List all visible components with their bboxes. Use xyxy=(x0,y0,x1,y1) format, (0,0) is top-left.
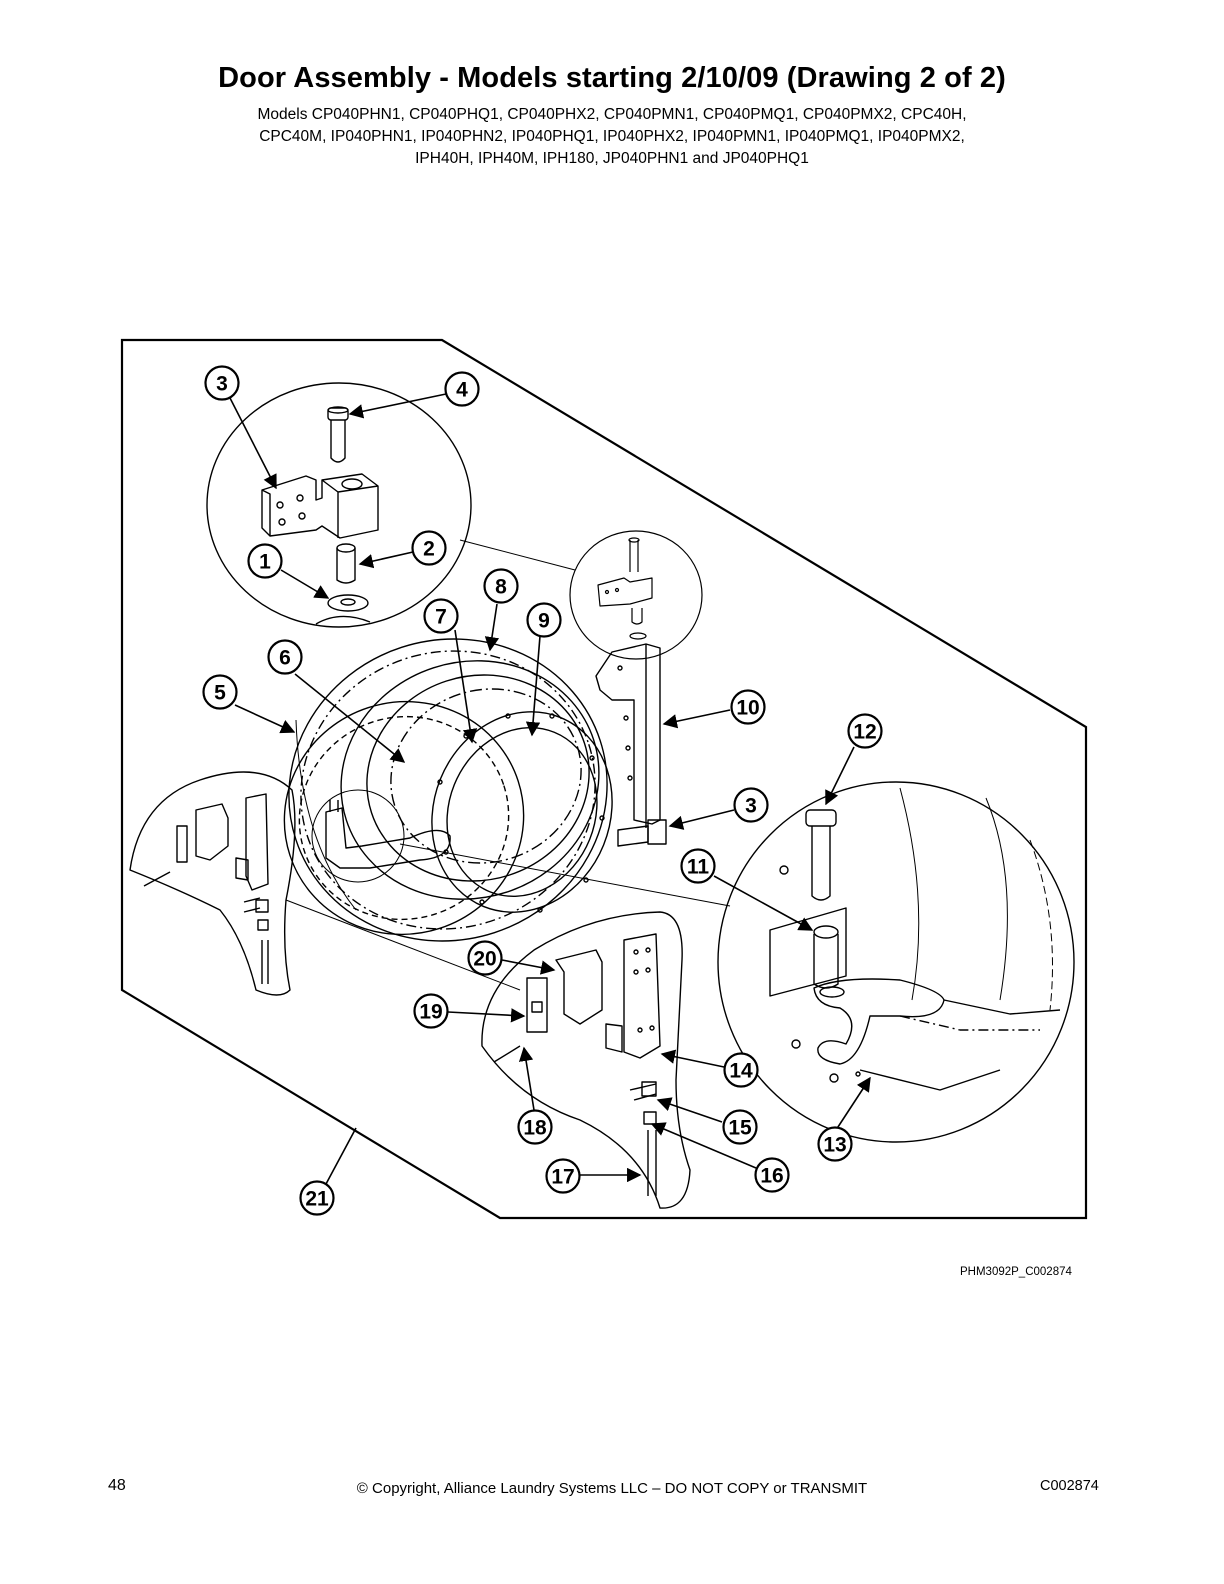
models-line: IPH40H, IPH40M, IPH180, JP040PHN1 and JP… xyxy=(415,150,809,167)
callout-number: 15 xyxy=(728,1117,752,1140)
door-rings xyxy=(283,638,608,942)
page-title: Door Assembly - Models starting 2/10/09 … xyxy=(218,62,1006,94)
callout-number: 20 xyxy=(473,948,496,971)
callout-number: 6 xyxy=(279,647,291,670)
callout-number: 11 xyxy=(687,856,710,879)
callout-number: 21 xyxy=(305,1188,329,1211)
callout-number: 14 xyxy=(729,1060,753,1083)
drawing-frame xyxy=(120,338,1088,1220)
callout-number: 3 xyxy=(745,795,757,818)
callout-number: 2 xyxy=(423,538,435,561)
callout-number: 4 xyxy=(456,379,468,402)
models-list: Models CP040PHN1, CP040PHQ1, CP040PHX2, … xyxy=(140,104,1084,170)
callout-number: 10 xyxy=(736,697,759,720)
callout-number: 5 xyxy=(214,682,226,705)
callout-number: 17 xyxy=(551,1166,574,1189)
left-hinge-shield xyxy=(129,771,521,996)
callout-number: 9 xyxy=(538,610,550,633)
callout-number: 18 xyxy=(523,1117,547,1140)
callout-number: 1 xyxy=(259,551,271,574)
hinge-detail-bubble xyxy=(206,382,576,628)
callout-number: 8 xyxy=(495,576,507,599)
callout-number: 19 xyxy=(419,1001,442,1024)
models-line: Models CP040PHN1, CP040PHQ1, CP040PHX2, … xyxy=(257,106,967,123)
callout-number: 13 xyxy=(823,1134,846,1157)
small-hinge-detail-bubble xyxy=(569,530,703,660)
lower-hinge-shield xyxy=(481,911,691,1209)
callout-number: 7 xyxy=(435,606,447,629)
drawing-id: PHM3092P_C002874 xyxy=(960,1266,1072,1278)
hinge-pin-detail-bubble xyxy=(717,781,1075,1143)
hinge-arm xyxy=(311,789,731,907)
door-gasket-ring xyxy=(431,711,613,913)
copyright-notice: © Copyright, Alliance Laundry Systems LL… xyxy=(356,1480,868,1497)
models-line: CPC40M, IP040PHN1, IP040PHN2, IP040PHQ1,… xyxy=(259,128,965,145)
page-number: 48 xyxy=(108,1477,126,1494)
callout-number: 16 xyxy=(760,1165,783,1188)
callout-number: 3 xyxy=(216,373,228,396)
door-hinge-plate xyxy=(595,643,667,847)
document-code: C002874 xyxy=(1040,1478,1099,1494)
callout-number: 12 xyxy=(853,721,876,744)
callout-circles xyxy=(202,365,883,1216)
